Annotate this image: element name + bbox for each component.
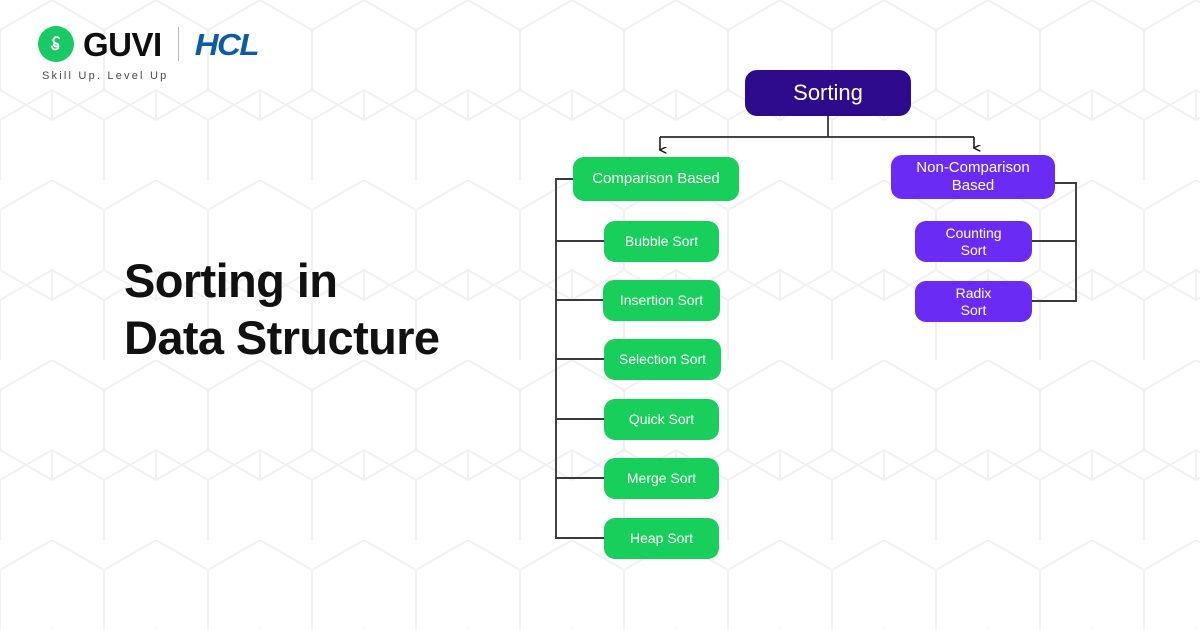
node-bubble-sort[interactable]: Bubble Sort — [604, 221, 719, 262]
node-quick-sort-label: Quick Sort — [628, 411, 695, 428]
node-bubble-sort-label: Bubble Sort — [624, 233, 699, 250]
node-non-comparison-based-label-line-1: Non-Comparison — [916, 159, 1030, 177]
node-sorting-label: Sorting — [793, 80, 863, 106]
node-counting-sort[interactable]: Counting Sort — [915, 221, 1032, 262]
node-radix-sort-label-line-1: Radix — [955, 284, 992, 301]
page-title-line-1: Sorting in — [124, 254, 338, 307]
node-selection-sort-label: Selection Sort — [618, 351, 707, 368]
hcl-wordmark: HCL — [194, 26, 260, 62]
guvi-g-logo-icon — [38, 26, 74, 62]
node-merge-sort-label: Merge Sort — [626, 470, 697, 487]
page-title-line-2: Data Structure — [124, 311, 440, 365]
brand-divider — [177, 27, 179, 61]
node-counting-sort-label-line-1: Counting — [945, 224, 1002, 241]
node-non-comparison-based-label-line-2: Based — [951, 177, 995, 194]
node-heap-sort-label: Heap Sort — [629, 530, 694, 547]
brand-lockup: GUVI HCL Skill Up. Level Up — [38, 22, 260, 82]
page-title: Sorting in Data Structure — [124, 252, 440, 367]
node-merge-sort[interactable]: Merge Sort — [604, 458, 719, 499]
node-comparison-based-label: Comparison Based — [592, 170, 720, 188]
node-counting-sort-label-line-2: Sort — [960, 241, 987, 258]
node-insertion-sort-label: Insertion Sort — [619, 292, 704, 309]
node-heap-sort[interactable]: Heap Sort — [604, 518, 719, 559]
node-insertion-sort[interactable]: Insertion Sort — [603, 280, 720, 321]
node-radix-sort-label-line-2: Sort — [960, 301, 987, 318]
guvi-wordmark: GUVI — [83, 25, 162, 63]
node-non-comparison-based[interactable]: Non-Comparison Based — [891, 155, 1055, 199]
node-radix-sort[interactable]: Radix Sort — [915, 281, 1032, 322]
node-sorting[interactable]: Sorting — [745, 70, 911, 116]
brand-row: GUVI HCL — [38, 22, 260, 66]
brand-tagline: Skill Up. Level Up — [42, 70, 169, 82]
node-selection-sort[interactable]: Selection Sort — [604, 339, 721, 380]
node-quick-sort[interactable]: Quick Sort — [604, 399, 719, 440]
node-comparison-based[interactable]: Comparison Based — [573, 157, 739, 201]
